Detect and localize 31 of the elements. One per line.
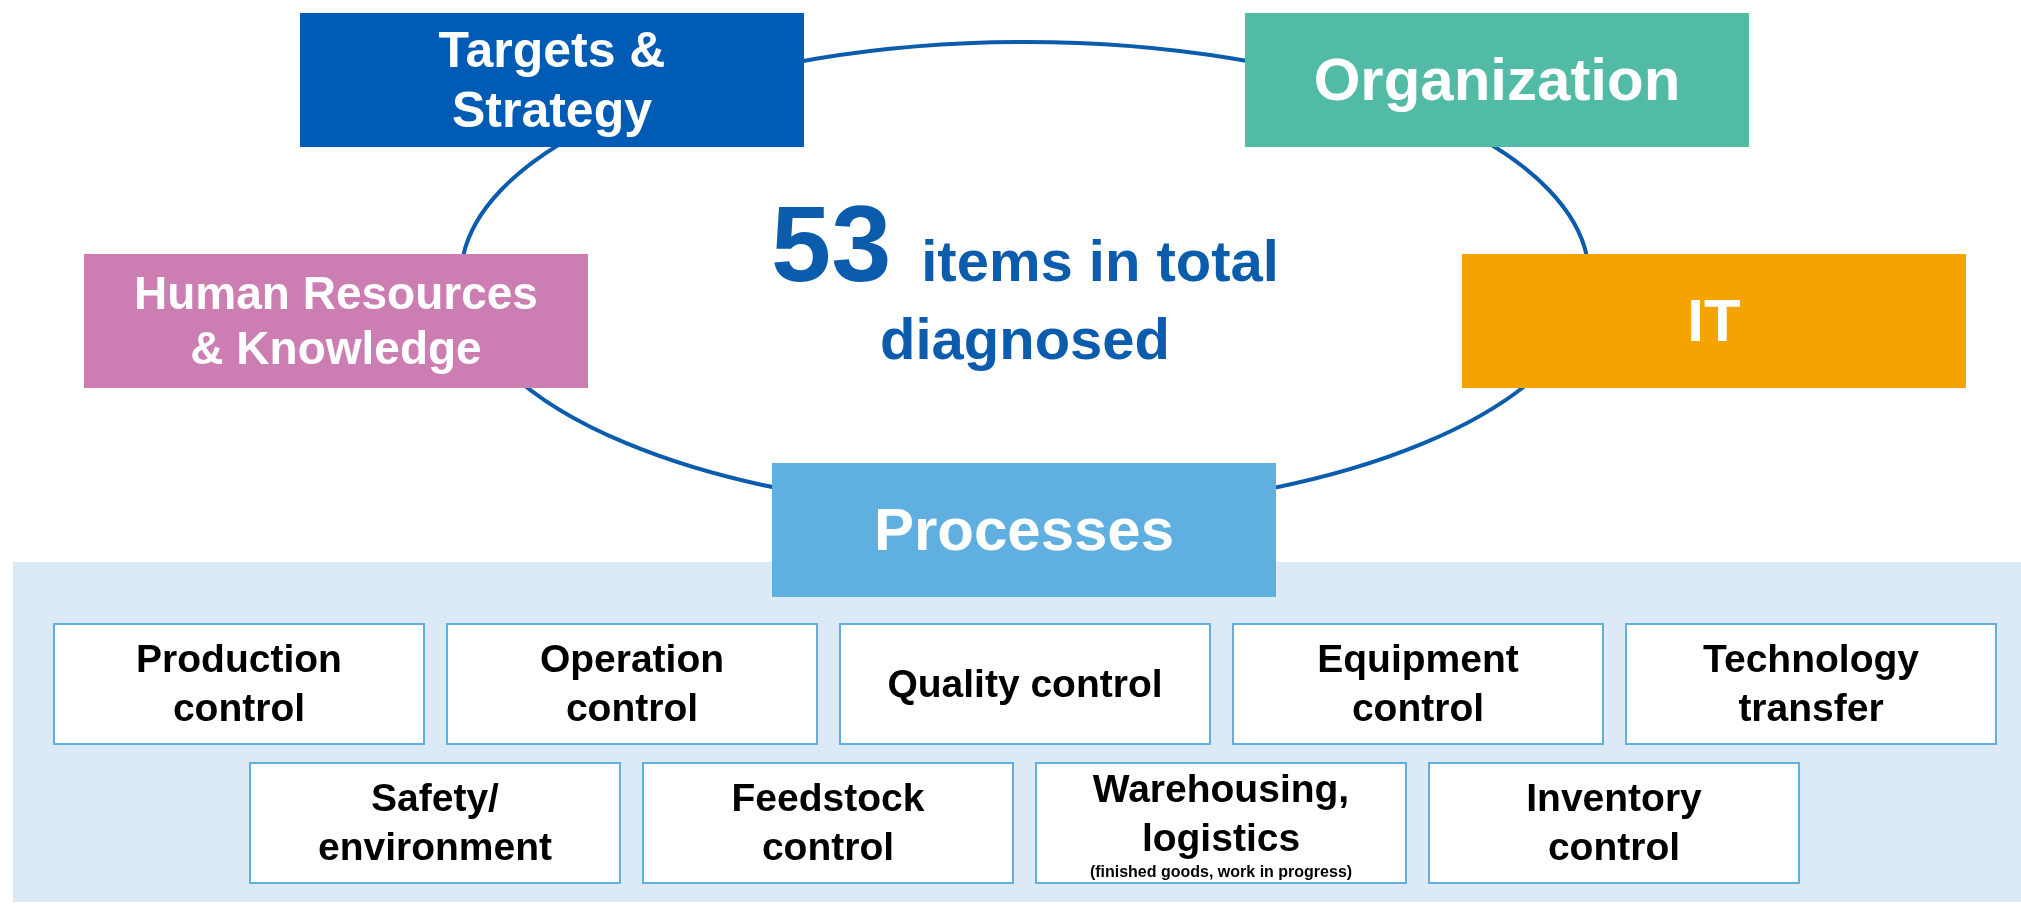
process-label: Production control <box>135 636 343 731</box>
process-label: Equipment control <box>1316 636 1520 731</box>
process-box <box>1428 762 1800 884</box>
category-label: Targets & Strategy <box>437 21 667 140</box>
process-label: Safety/ environment <box>316 775 553 870</box>
category-box <box>84 254 588 388</box>
process-box <box>446 623 818 745</box>
category-label: Processes <box>873 495 1175 565</box>
process-label: Warehousing, logistics <box>1091 766 1351 862</box>
process-box <box>839 623 1211 745</box>
category-box <box>772 463 1276 597</box>
total-items-text: 53 items in total diagnosed <box>770 181 1280 373</box>
category-label: Human Resources & Knowledge <box>133 265 539 376</box>
process-label: Feedstock control <box>730 775 926 870</box>
category-label: IT <box>1687 286 1741 356</box>
process-box <box>642 762 1014 884</box>
process-label: Technology transfer <box>1702 636 1920 731</box>
process-box <box>1625 623 1997 745</box>
category-box <box>300 13 804 147</box>
process-label: Quality control <box>887 660 1163 707</box>
category-box <box>1462 254 1966 388</box>
process-box <box>53 623 425 745</box>
process-label: Operation control <box>538 636 726 731</box>
category-label: Organization <box>1313 45 1681 115</box>
background-band <box>13 562 2021 902</box>
process-box <box>1232 623 1604 745</box>
process-label: Inventory control <box>1525 775 1703 870</box>
process-box <box>1035 762 1407 884</box>
process-box <box>249 762 621 884</box>
process-note: (finished goods, work in progress) <box>1089 862 1353 881</box>
category-box <box>1245 13 1749 147</box>
